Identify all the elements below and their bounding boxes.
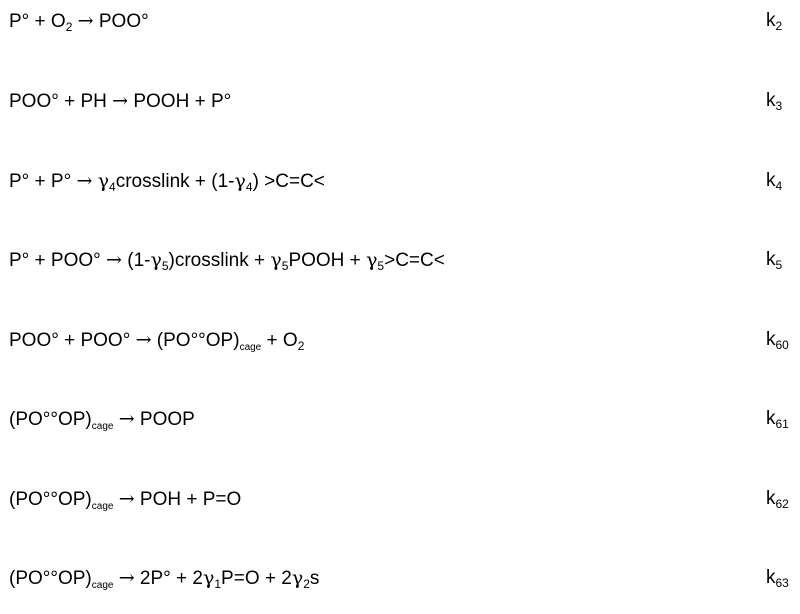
reaction-row: POO° + PH → POOH + P° k3 [0,86,800,116]
rate-constant-subscript: 3 [775,99,783,113]
rate-constant: k60 [766,325,789,355]
gamma-symbol: γ [203,567,215,589]
reaction-row: (PO°°OP)cage → POH + P=O k62 [0,484,800,514]
equation-text: crosslink + (1- [115,171,235,192]
reaction-arrow: → [112,90,129,112]
equation-subscript: 4 [109,180,116,194]
reaction-equation: P° + POO° → (1-γ5)crosslink + γ5POOH + γ… [9,245,445,276]
equation-subscript: cage [91,580,114,591]
equation-subscript: 2 [303,577,310,591]
equation-subscript: 2 [297,339,305,353]
equation-subscript: cage [239,342,262,353]
equation-subscript: 5 [281,259,289,273]
equation-text: ) >C=C< [252,171,325,192]
reaction-equation: P° + O2 → POO° [9,6,149,37]
equation-subscript: 2 [65,20,73,34]
equation-text: >C=C< [384,250,445,271]
rate-constant: k61 [766,404,789,434]
reaction-equation: (PO°°OP)cage → 2P° + 2γ1P=O + 2γ2s [9,563,319,594]
rate-constant-symbol: k [766,488,776,509]
rate-constant-symbol: k [766,170,776,191]
equation-text: (PO°°OP) [9,409,92,430]
reaction-row: P° + O2 → POO° k2 [0,6,800,36]
rate-constant: k63 [766,563,789,593]
rate-constant-symbol: k [766,249,776,270]
rate-constant: k62 [766,484,789,514]
gamma-symbol: γ [270,249,282,271]
reaction-arrow: → [106,249,122,271]
rate-constant: k3 [766,86,782,116]
equation-text: P° + O [9,11,66,32]
equation-subscript: cage [91,501,114,512]
equation-subscript: 5 [377,259,385,273]
reaction-row: (PO°°OP)cage → 2P° + 2γ1P=O + 2γ2s k63 [0,563,800,593]
equation-text: POO° [93,11,149,32]
gamma-symbol: γ [150,249,162,271]
rate-constant-symbol: k [766,408,776,429]
reaction-arrow: → [118,408,135,430]
reaction-equation: P° + P° → γ4crosslink + (1-γ4) >C=C< [9,166,325,197]
reaction-row: POO° + POO° → (PO°°OP)cage + O2 k60 [0,325,800,355]
equation-text: P° + POO° [9,250,107,271]
rate-constant-subscript: 60 [775,338,789,352]
equation-text: P° + P° [9,171,77,192]
equation-text: )crosslink + [168,250,271,271]
gamma-symbol: γ [97,170,110,192]
rate-constant-subscript: 2 [775,19,783,33]
rate-constant-symbol: k [766,329,776,350]
reaction-row: P° + POO° → (1-γ5)crosslink + γ5POOH + γ… [0,245,800,275]
reaction-row: (PO°°OP)cage → POOP k61 [0,404,800,434]
gamma-symbol: γ [291,567,304,589]
reaction-arrow: → [118,488,135,510]
rate-constant: k2 [766,6,782,36]
equation-text: (1- [121,250,151,271]
reaction-equation: (PO°°OP)cage → POOP [9,404,195,435]
reaction-row: P° + P° → γ4crosslink + (1-γ4) >C=C< k4 [0,166,800,196]
equation-subscript: cage [91,421,114,432]
rate-constant-subscript: 63 [775,576,789,590]
reaction-arrow: → [135,329,152,351]
reaction-arrow: → [118,567,135,589]
equation-text: 2P° + 2 [134,568,203,589]
reaction-arrow: → [76,170,93,192]
reaction-equation: POO° + PH → POOH + P° [9,86,231,117]
reaction-equation: POO° + POO° → (PO°°OP)cage + O2 [9,325,304,356]
rate-constant-symbol: k [766,90,776,111]
rate-constant: k5 [766,245,782,275]
equation-text: POO° + PH [9,91,113,112]
equation-text: + O [261,330,298,351]
equation-text: (PO°°OP) [9,568,92,589]
equation-text: (PO°°OP) [151,330,240,351]
rate-constant-symbol: k [766,567,776,588]
equation-text: POOP [134,409,195,430]
equation-subscript: 1 [214,577,222,591]
reaction-equation: (PO°°OP)cage → POH + P=O [9,484,241,515]
rate-constant-subscript: 61 [775,417,789,431]
equation-text: (PO°°OP) [9,489,92,510]
equation-text: P=O + 2 [221,568,292,589]
rate-constant-subscript: 5 [775,258,783,272]
rate-constant-symbol: k [766,10,776,31]
equation-text: POOH + P° [128,91,232,112]
rate-constant: k4 [766,166,782,196]
equation-text: POOH + [288,250,367,271]
equation-text: POH + P=O [134,489,242,510]
equation-subscript: 4 [245,180,253,194]
gamma-symbol: γ [234,170,246,192]
equation-text: POO° + POO° [9,330,136,351]
gamma-symbol: γ [366,249,378,271]
reaction-arrow: → [77,10,94,32]
rate-constant-subscript: 4 [775,179,783,193]
equation-subscript: 5 [161,259,169,273]
equation-text: s [309,568,320,589]
rate-constant-subscript: 62 [775,497,789,511]
